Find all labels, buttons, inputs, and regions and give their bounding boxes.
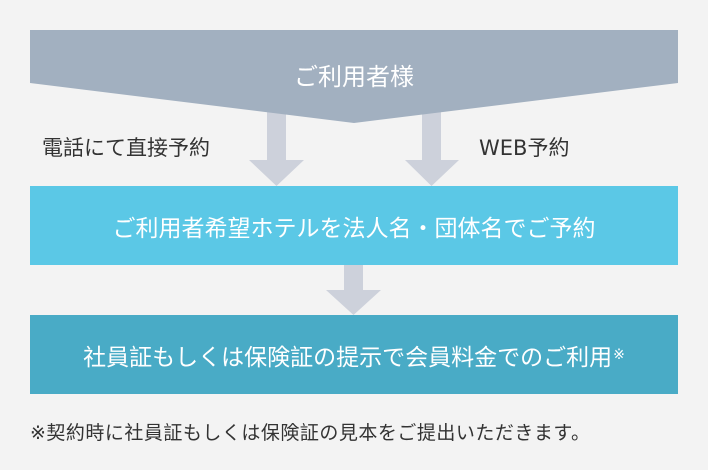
step-member-rate-box: 社員証もしくは保険証の提示で会員料金でのご利用※	[30, 315, 678, 394]
arrow-phone-icon	[249, 110, 304, 186]
note-mark: ※	[613, 346, 625, 363]
user-banner-shape	[30, 30, 678, 123]
step-reserve-box: ご利用者希望ホテルを法人名・団体名でご予約	[30, 186, 678, 265]
user-banner-label: ご利用者様	[294, 63, 414, 91]
step-reserve-label: ご利用者希望ホテルを法人名・団体名でご予約	[112, 215, 596, 242]
web-reservation-label: WEB予約	[479, 136, 570, 160]
arrow-step-icon	[326, 265, 381, 315]
step-member-rate-label: 社員証もしくは保険証の提示で会員料金でのご利用	[83, 344, 613, 371]
arrow-web-icon	[405, 110, 459, 186]
phone-reservation-label: 電話にて直接予約	[42, 136, 210, 160]
footnote: ※契約時に社員証もしくは保険証の見本をご提出いただきます。	[30, 422, 591, 444]
